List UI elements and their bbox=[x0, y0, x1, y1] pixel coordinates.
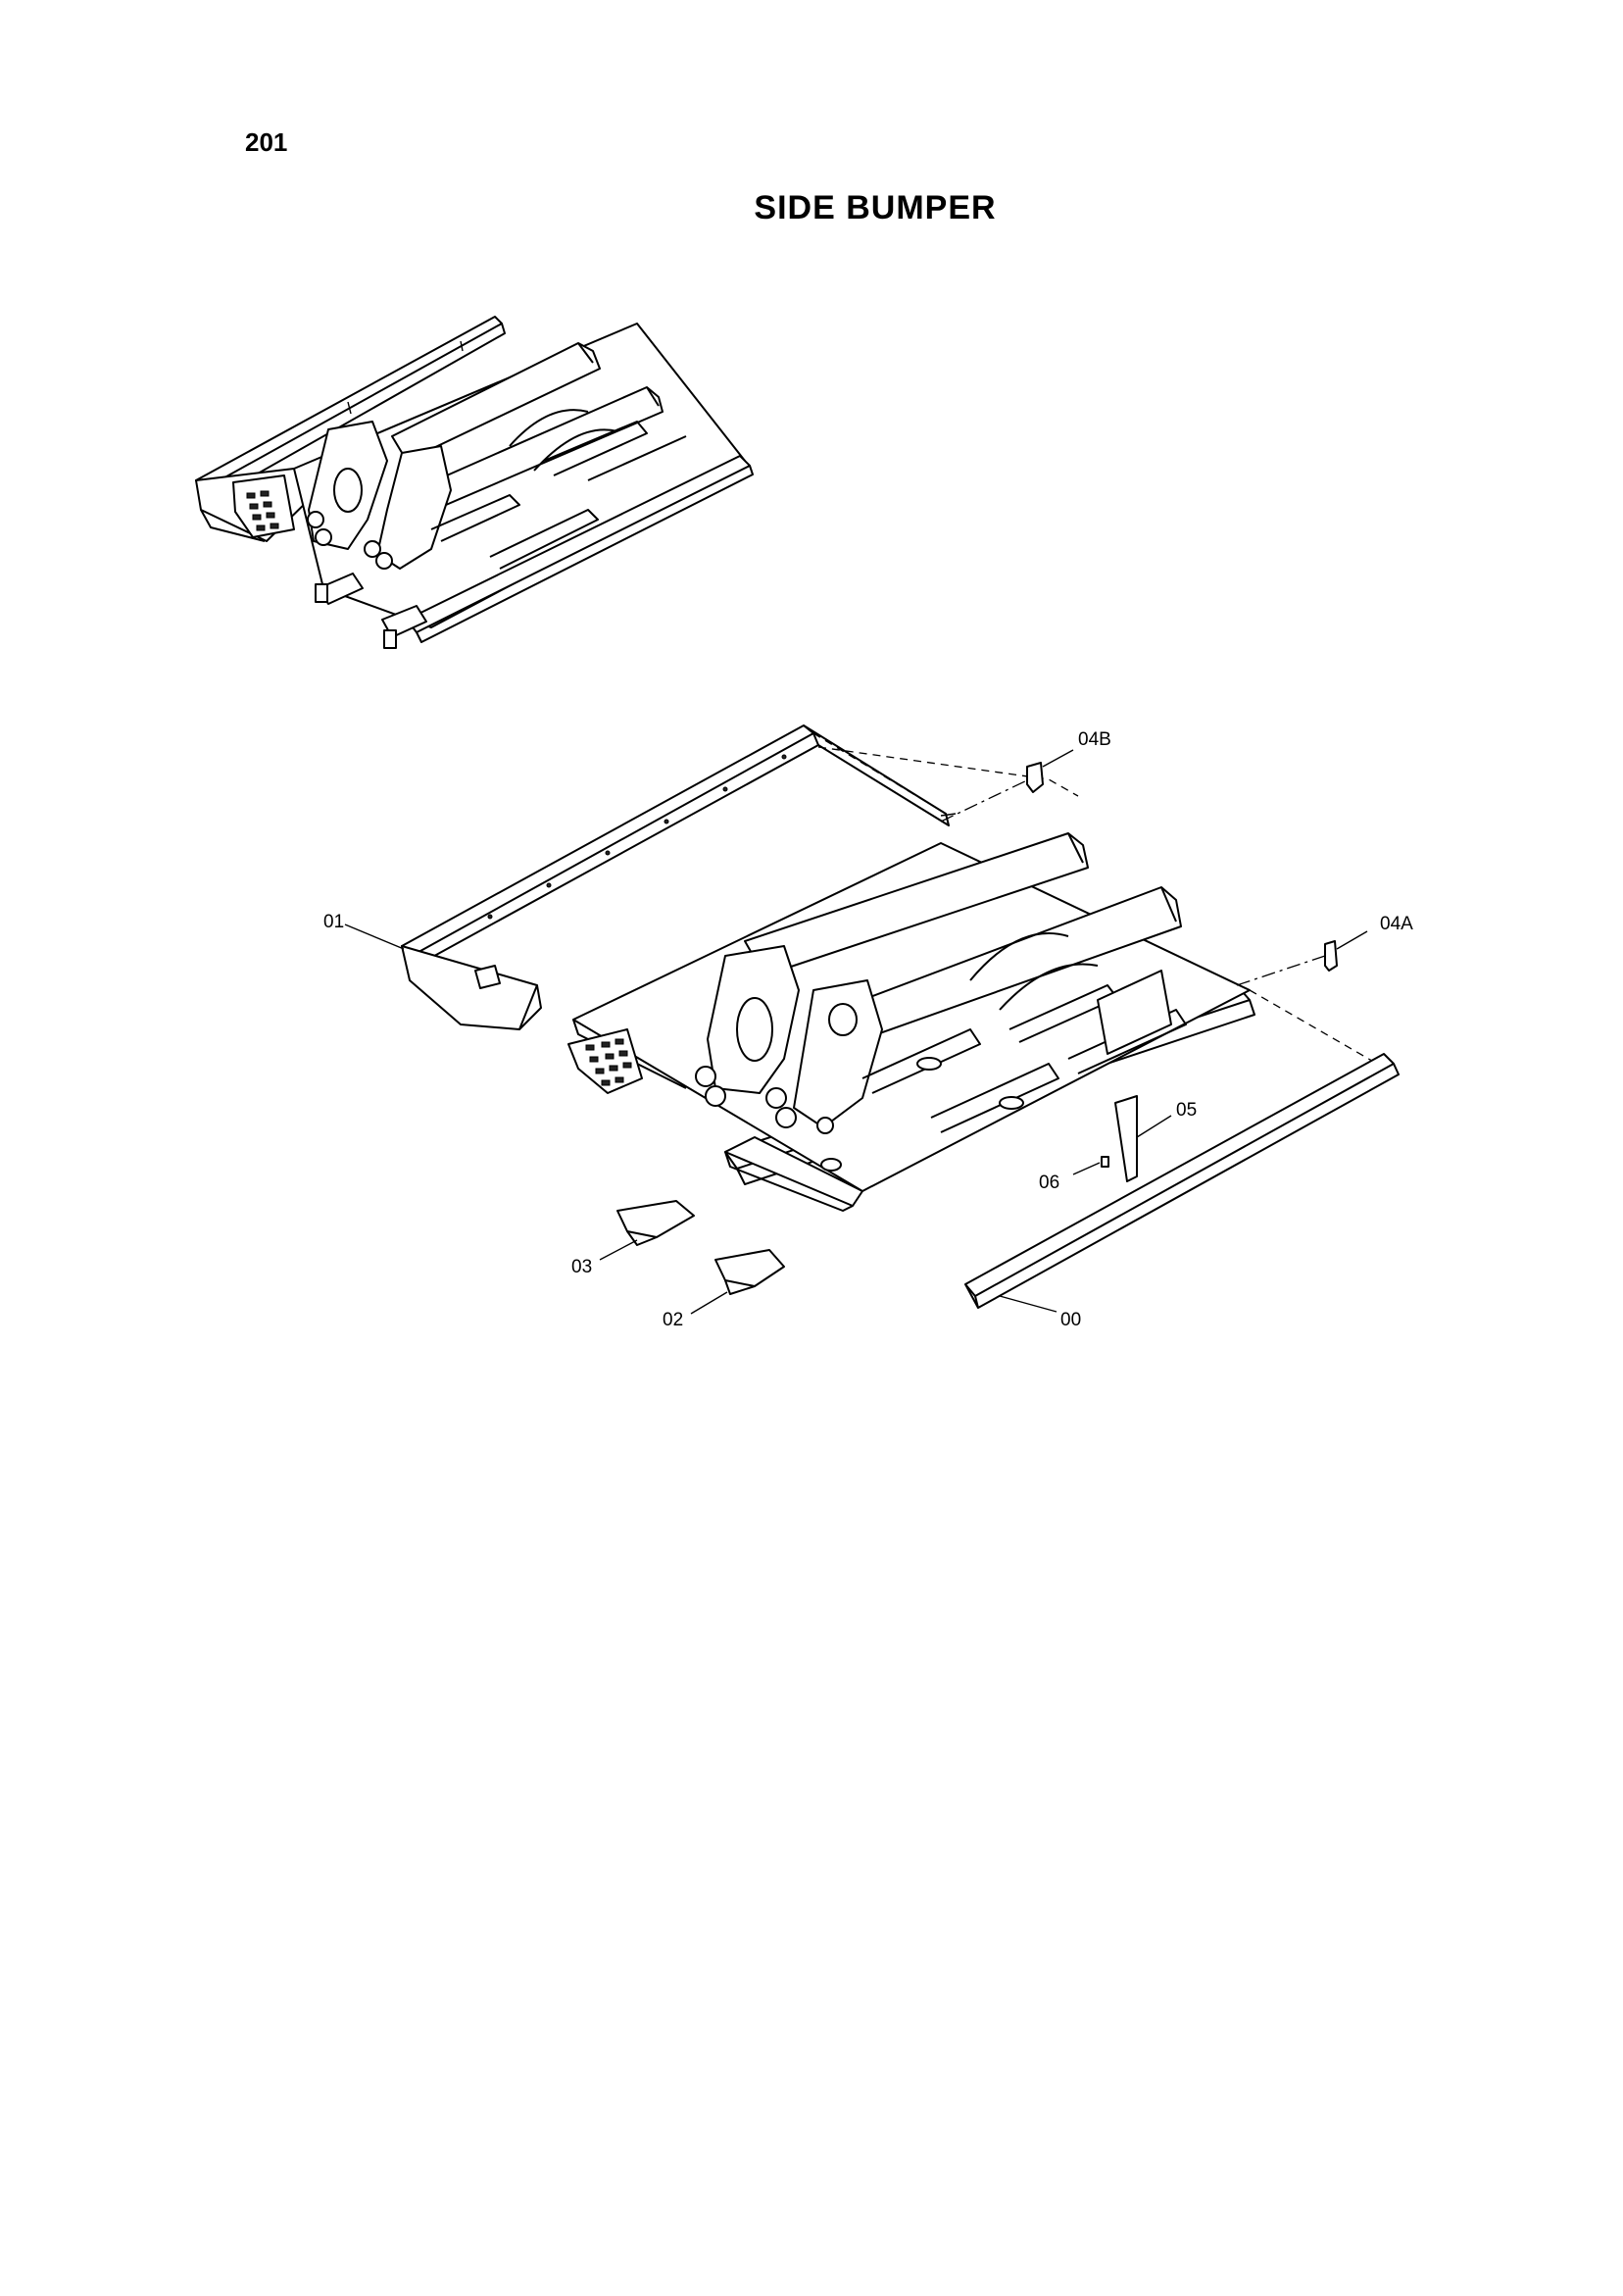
page-number: 201 bbox=[245, 127, 288, 157]
overview-step-holes bbox=[246, 490, 279, 531]
part-01-left-side-bumper bbox=[401, 724, 957, 1030]
part-04a-plate bbox=[1324, 930, 1368, 972]
part-00-right-side-bumper bbox=[964, 1053, 1400, 1313]
callout-04a: 04A bbox=[1380, 914, 1413, 934]
part-03-bracket bbox=[599, 1200, 695, 1261]
step-plate-holes bbox=[585, 1038, 632, 1086]
lower-frame-assembly bbox=[567, 832, 1255, 1212]
callout-06: 06 bbox=[1039, 1173, 1059, 1193]
callout-00: 00 bbox=[1060, 1310, 1081, 1330]
part-06-bolt bbox=[1072, 1156, 1109, 1175]
callout-05: 05 bbox=[1176, 1100, 1197, 1121]
callout-01: 01 bbox=[323, 912, 344, 932]
page-title: SIDE BUMPER bbox=[754, 189, 997, 226]
callout-03: 03 bbox=[571, 1257, 592, 1277]
overview-assembly-drawing bbox=[195, 316, 754, 649]
callout-labels: 04B 04A 01 05 06 03 02 00 bbox=[323, 729, 1413, 1330]
part-04b-plate bbox=[1026, 749, 1074, 793]
callout-02: 02 bbox=[663, 1310, 683, 1330]
part-01-bolt-holes bbox=[487, 754, 787, 920]
exploded-view-drawing bbox=[344, 724, 1400, 1315]
callout-04b: 04B bbox=[1078, 729, 1111, 750]
part-05-bracket bbox=[1114, 1095, 1172, 1182]
part-02-bracket bbox=[690, 1249, 785, 1315]
